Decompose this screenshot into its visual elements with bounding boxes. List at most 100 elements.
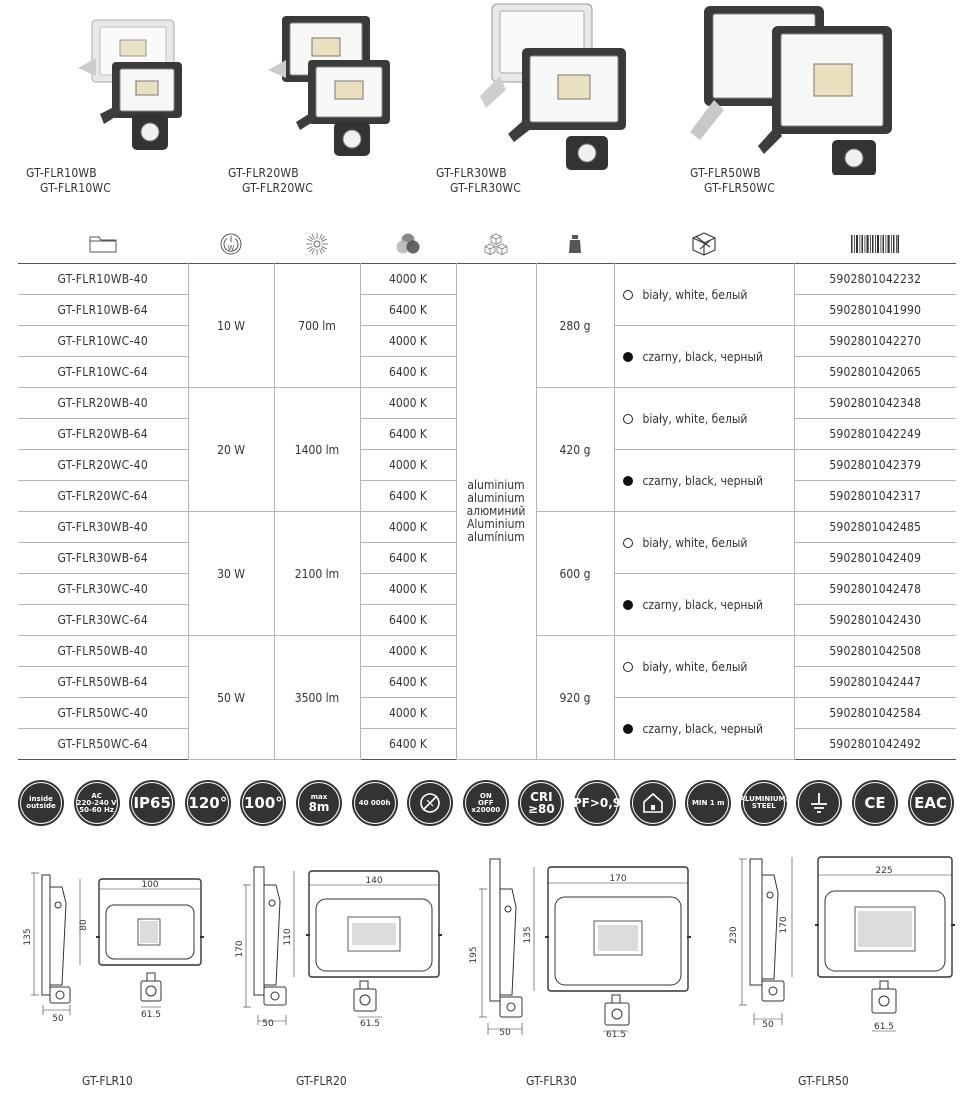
badge-text: x20000: [471, 805, 501, 814]
dim-total: 170: [235, 940, 245, 957]
dim-total: 230: [729, 926, 739, 943]
ean-cell: 5902801042584: [793, 697, 956, 729]
side-front-drawing: 225 170 230 50 61.5: [729, 856, 955, 1032]
badge-text: STEEL: [751, 802, 776, 810]
dim-total: 195: [469, 946, 479, 963]
ground-class-icon: [796, 780, 843, 826]
badge-text: inside: [29, 795, 53, 803]
power-factor-icon: PF>0,9: [574, 780, 620, 826]
model-cell: GT-FLR30WC-40: [18, 573, 189, 605]
material-line: alumínium: [467, 530, 525, 544]
black-dot-icon: [622, 351, 633, 362]
product-name-wc: GT-FLR50WC: [704, 181, 775, 195]
dim-height: 170: [779, 916, 789, 933]
color-black-cell: czarny, black, черный: [613, 449, 795, 512]
weight-cell: 600 g: [535, 511, 615, 636]
badge-text: AC: [91, 791, 102, 800]
power-cell: 30 W: [187, 511, 275, 636]
side-front-drawing: 100 80 135 50 61.5: [23, 872, 204, 1024]
color-temperature-cell: 6400 K: [359, 542, 457, 574]
model-cell: GT-FLR10WB-40: [18, 263, 189, 295]
weight-cell: 280 g: [535, 263, 615, 388]
color-black-cell: czarny, black, черный: [613, 697, 795, 760]
color-black-cell: czarny, black, черный: [613, 325, 795, 388]
ean-cell: 5902801042508: [793, 635, 956, 667]
badge-text: ≥80: [528, 802, 555, 816]
weight-icon: [536, 228, 614, 260]
dim-height: 80: [79, 919, 89, 931]
dim-sensor: 61.5: [606, 1030, 626, 1040]
badge-text: IP65: [133, 793, 171, 812]
color-temperature-cell: 4000 K: [359, 573, 457, 605]
floodlight-image: [268, 16, 390, 156]
color-temperature-cell: 4000 K: [359, 635, 457, 667]
floodlight-image: [480, 3, 626, 170]
eac-mark-icon: EAC: [907, 780, 954, 826]
color-temperature-cell: 6400 K: [359, 480, 457, 512]
color-white-cell: biały, white, белый: [613, 263, 795, 326]
model-cell: GT-FLR20WC-64: [18, 480, 189, 512]
ce-mark-icon: CE: [852, 780, 898, 826]
dimension-label: GT-FLR50: [798, 1074, 849, 1088]
badge-text: 120°: [188, 793, 228, 812]
product-name-wc: GT-FLR10WC: [40, 181, 111, 195]
badge-text: 8m: [308, 799, 330, 814]
color-temperature-cell: 6400 K: [359, 356, 457, 388]
house-mount-icon: [629, 780, 676, 826]
material-line: aluminium: [467, 478, 525, 492]
model-cell: GT-FLR10WC-64: [18, 356, 189, 388]
color-temperature-cell: 4000 K: [359, 697, 457, 729]
white-dot-icon: [622, 537, 633, 548]
dim-height: 135: [523, 926, 533, 943]
dimension-label: GT-FLR20: [296, 1074, 347, 1088]
no-dimming-icon-glyph: [420, 793, 440, 813]
white-dot-icon: [622, 661, 633, 672]
color-label: czarny, black, черный: [642, 721, 764, 736]
dim-sensor: 61.5: [141, 1010, 161, 1020]
ean-cell: 5902801042348: [793, 387, 956, 419]
ean-cell: 5902801042447: [793, 666, 956, 698]
material-line: Aluminium: [467, 517, 525, 531]
dimension-label: GT-FLR30: [526, 1074, 577, 1088]
beam-angle-120-icon: 120°: [184, 780, 231, 826]
ip65-icon: IP65: [129, 780, 176, 826]
badge-text: EAC: [914, 793, 948, 812]
white-dot-icon: [622, 289, 633, 300]
floodlight-image: [690, 6, 892, 175]
floodlight-image: [78, 19, 182, 150]
ean-cell: 5902801042232: [793, 263, 956, 295]
black-dot-icon: [622, 475, 633, 486]
luminous-flux-cell: 3500 lm: [273, 635, 361, 760]
dimension-drawings: 100 80 135 50 61.5 GT-FLR10: [0, 845, 976, 1100]
color-box-icon: [614, 228, 794, 260]
badge-text: PF>0,9: [574, 796, 620, 810]
weight-cell: 920 g: [535, 635, 615, 760]
side-front-drawing: 140 110 170 50 61.5: [235, 866, 442, 1029]
color-label: biały, white, белый: [642, 659, 748, 674]
dim-width: 100: [141, 880, 158, 890]
ean-cell: 5902801042270: [793, 325, 956, 357]
ean-cell: 5902801042249: [793, 418, 956, 450]
badge-text: MIN 1 m: [691, 798, 725, 807]
table-header-icons: W: [18, 228, 956, 260]
product-name-wb: GT-FLR20WB: [228, 166, 299, 180]
no-dimming-icon: [407, 780, 454, 826]
badge-text: OFF: [478, 798, 494, 807]
black-dot-icon: [622, 599, 633, 610]
dimension-drawing-flr10: 100 80 135 50 61.5 GT-FLR10: [20, 845, 220, 1100]
badge-text: 50-60 Hz: [79, 805, 114, 814]
badge-text: CRI: [530, 790, 553, 804]
model-cell: GT-FLR20WB-40: [18, 387, 189, 419]
